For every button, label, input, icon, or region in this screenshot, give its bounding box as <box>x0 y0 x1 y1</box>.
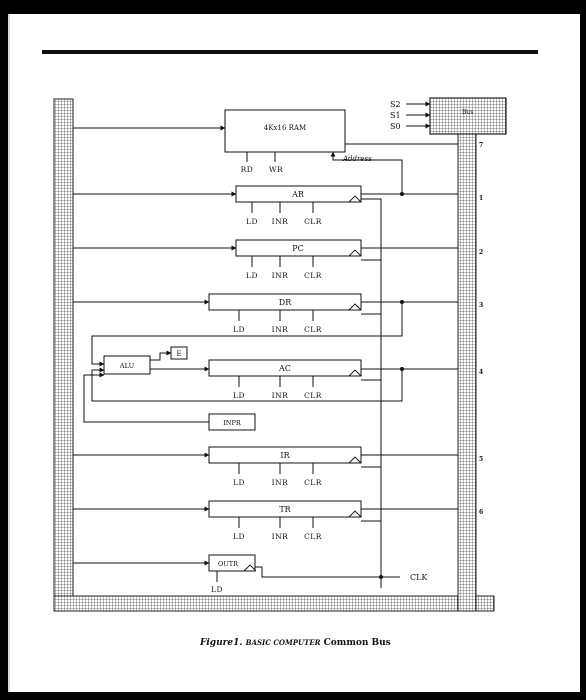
caption-rest: Common Bus <box>324 638 391 648</box>
bus-left-vertical <box>53 98 74 612</box>
register-tr-label: TR <box>279 505 291 514</box>
ac-inr-label: INR <box>272 391 289 400</box>
top-black-bar <box>0 0 586 10</box>
dr-ld-label: LD <box>233 325 245 334</box>
register-pc: PC LD INR CLR <box>73 239 458 280</box>
pc-inr-label: INR <box>272 271 289 280</box>
bus-number-2: 2 <box>479 249 483 256</box>
pc-ld-label: LD <box>246 271 258 280</box>
clock-label: CLK <box>410 573 428 582</box>
common-bus-diagram: Bus S2 S1 S0 7 1 2 3 4 5 6 4Kx16 RAM RD … <box>42 50 538 648</box>
ac-clr-label: CLR <box>304 391 322 400</box>
tr-clr-label: CLR <box>304 532 322 541</box>
alu-box <box>103 355 151 375</box>
memory-wr-label: WR <box>269 165 283 174</box>
register-ac-label: AC <box>278 364 291 373</box>
caption-prefix: Figure1. <box>199 638 243 648</box>
bus-number-3: 3 <box>479 302 483 309</box>
register-dr-label: DR <box>279 298 292 307</box>
select-s0-label: S0 <box>390 122 401 131</box>
select-s2-label: S2 <box>390 100 401 109</box>
outr-label: OUTR <box>218 560 239 568</box>
inpr-label: INPR <box>223 419 242 427</box>
memory-unit <box>224 109 346 153</box>
select-s1-label: S1 <box>390 111 401 120</box>
document-page: Bus S2 S1 S0 7 1 2 3 4 5 6 4Kx16 RAM RD … <box>8 14 580 692</box>
bottom-black-bar <box>0 692 586 700</box>
register-dr: DR LD INR CLR <box>73 293 458 367</box>
register-ac: AC LD INR CLR <box>91 359 458 402</box>
register-tr: TR LD INR CLR <box>73 500 458 541</box>
address-label: Address <box>342 155 372 163</box>
register-pc-label: PC <box>292 244 304 253</box>
bus-number-6: 6 <box>479 509 483 516</box>
tr-inr-label: INR <box>272 532 289 541</box>
e-label: E <box>176 350 181 358</box>
bus-bottom-horizontal <box>53 595 495 612</box>
ir-inr-label: INR <box>272 478 289 487</box>
ar-clr-label: CLR <box>304 217 322 226</box>
alu-label: ALU <box>119 362 135 370</box>
pc-clr-label: CLR <box>304 271 322 280</box>
register-ir: IR LD INR CLR <box>73 446 458 487</box>
ac-ld-label: LD <box>233 391 245 400</box>
register-ar: AR LD INR CLR <box>73 185 458 588</box>
register-ar-label: AR <box>291 190 305 199</box>
bus-number-1: 1 <box>479 195 483 202</box>
bus-number-4: 4 <box>479 369 483 376</box>
figure-caption: Figure1. BASIC COMPUTER Common Bus <box>199 638 391 648</box>
bus-number-5: 5 <box>479 456 483 463</box>
register-ir-label: IR <box>280 451 290 460</box>
bus-number-7: 7 <box>479 142 483 149</box>
memory-rd-label: RD <box>241 165 254 174</box>
ar-inr-label: INR <box>272 217 289 226</box>
bus-multiplexer <box>429 97 507 135</box>
bus-label: Bus <box>462 109 473 116</box>
ir-ld-label: LD <box>233 478 245 487</box>
caption-italic: BASIC COMPUTER <box>245 638 321 647</box>
dr-clr-label: CLR <box>304 325 322 334</box>
outr-ld-label: LD <box>211 585 223 594</box>
tr-ld-label: LD <box>233 532 245 541</box>
memory-label: 4Kx16 RAM <box>264 124 306 132</box>
bus-right-vertical <box>457 133 477 612</box>
dr-inr-label: INR <box>272 325 289 334</box>
ir-clr-label: CLR <box>304 478 322 487</box>
ar-ld-label: LD <box>246 217 258 226</box>
